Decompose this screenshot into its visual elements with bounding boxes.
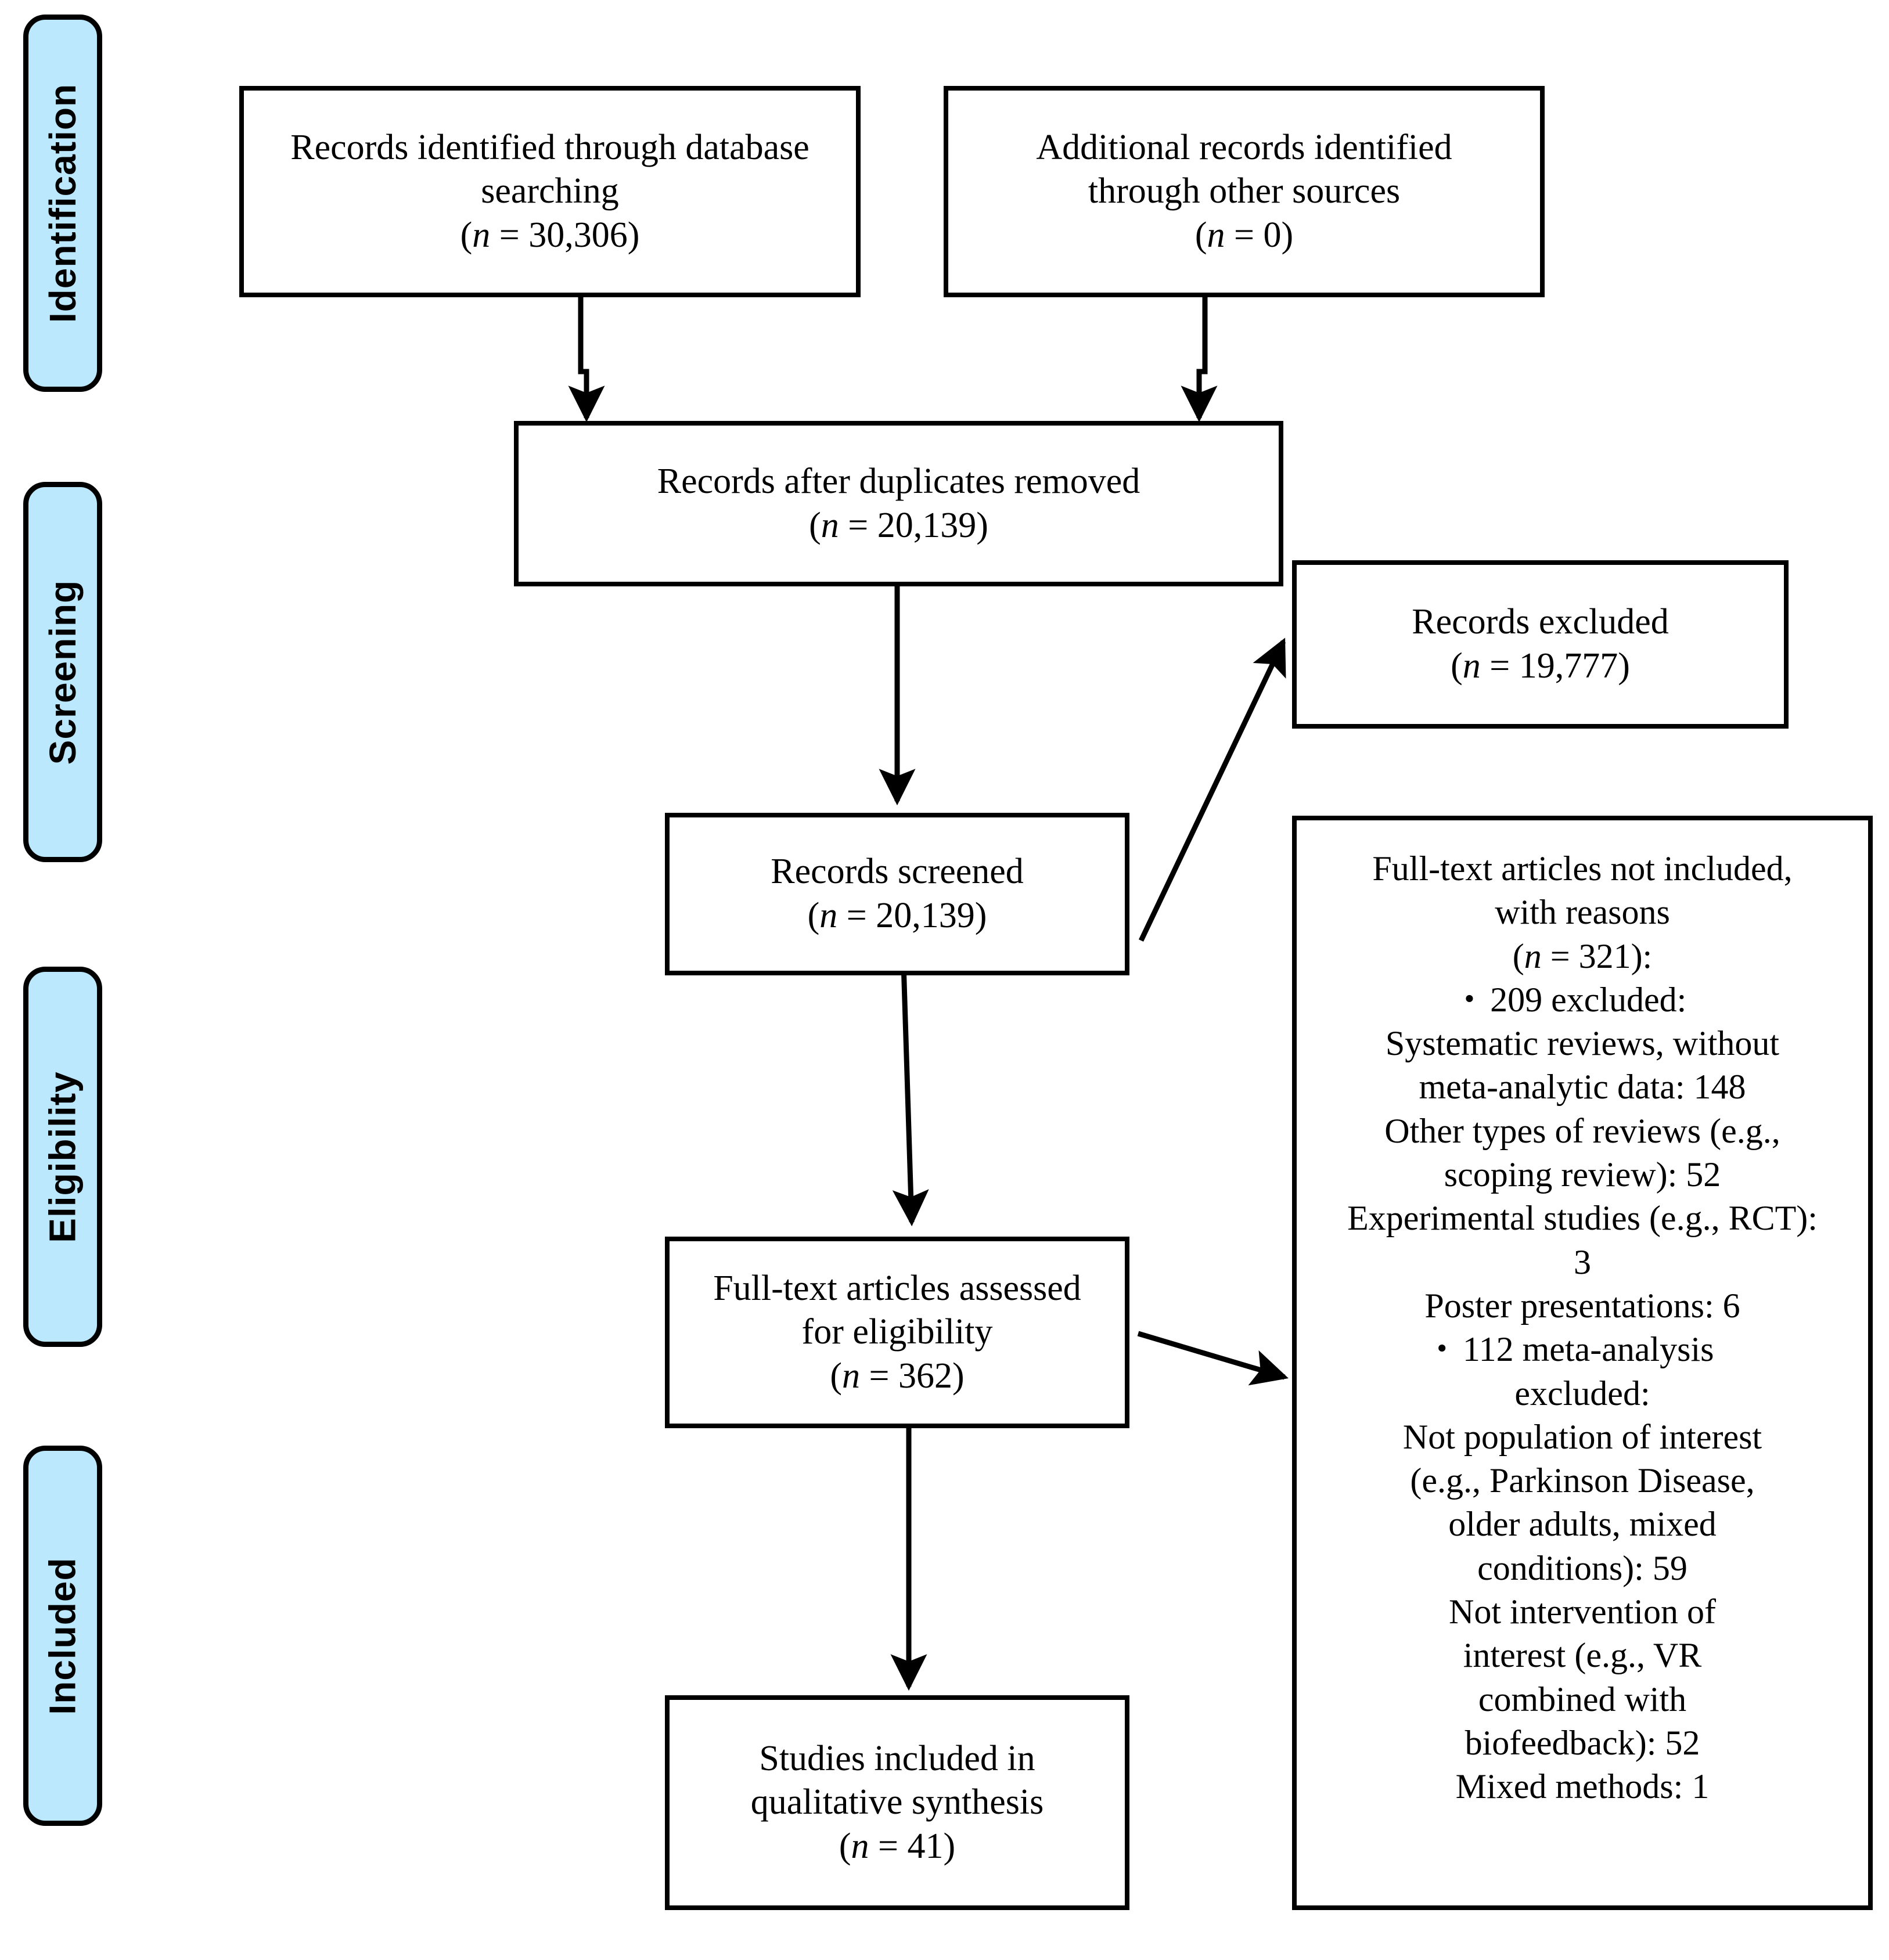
edge-database-to-duplicates (568, 297, 605, 423)
stage-label-included: Included (42, 1557, 84, 1715)
reason-line-intervention-1: Not intervention of (1449, 1593, 1716, 1631)
n-symbol: n (1207, 215, 1225, 255)
box-text-records-after-duplicates-removed: Records after duplicates removed (n = 20… (657, 461, 1140, 545)
stage-label-screening: Screening (42, 579, 84, 765)
reasons-heading-line2: with reasons (1495, 893, 1670, 932)
n-symbol: n (472, 215, 491, 255)
box-additional-records-other-sources: Additional records identified through ot… (944, 86, 1545, 297)
box-records-excluded: Records excluded (n = 19,777) (1292, 560, 1789, 729)
reason-line-sysrev-1: Systematic reviews, without (1385, 1024, 1780, 1063)
reason-line-sysrev-2: meta-analytic data: 148 (1419, 1068, 1746, 1107)
reason-line-experimental-2: 3 (1574, 1242, 1591, 1281)
stage-tab-identification: Identification (23, 15, 102, 392)
box-text-records-screened: Records screened (n = 20,139) (771, 852, 1024, 935)
reasons-stack: Full-text articles not included, with re… (1307, 847, 1858, 1809)
reason-line-otherrev-2: scoping review): 52 (1444, 1155, 1721, 1194)
edge-othersources-to-duplicates (1181, 297, 1218, 423)
box-text-additional-records-other-sources: Additional records identified through ot… (1036, 127, 1452, 255)
box-studies-included-qualitative-synthesis: Studies included in qualitative synthesi… (665, 1695, 1129, 1910)
stage-tab-included: Included (23, 1446, 102, 1826)
stage-label-identification: Identification (42, 83, 84, 323)
n-symbol: n (1462, 646, 1481, 686)
reasons-bullet-112-cont: excluded: (1514, 1374, 1650, 1413)
stage-label-eligibility: Eligibility (42, 1071, 84, 1243)
box-records-identified-database: Records identified through database sear… (239, 86, 861, 297)
reason-line-population-4: conditions): 59 (1477, 1548, 1687, 1587)
reason-line-poster: Poster presentations: 6 (1424, 1286, 1740, 1325)
reason-line-population-1: Not population of interest (1402, 1417, 1762, 1456)
reasons-bullet-112: 112 meta-analysis (1307, 1328, 1858, 1371)
reason-line-experimental-1: Experimental studies (e.g., RCT): (1347, 1199, 1818, 1238)
edge-fulltext-to-reasons (1137, 1331, 1289, 1386)
edge-screened-to-excluded (1138, 637, 1286, 942)
stage-tab-eligibility: Eligibility (23, 967, 102, 1347)
reason-line-intervention-4: biofeedback): 52 (1465, 1723, 1700, 1762)
reason-line-intervention-2: interest (e.g., VR (1463, 1636, 1702, 1675)
reason-line-otherrev-1: Other types of reviews (e.g., (1384, 1111, 1780, 1150)
box-text-fulltext-assessed-eligibility: Full-text articles assessed for eligibil… (713, 1268, 1081, 1396)
box-records-screened: Records screened (n = 20,139) (665, 813, 1129, 975)
box-text-studies-included-qualitative-synthesis: Studies included in qualitative synthesi… (750, 1738, 1044, 1866)
reason-line-population-3: older adults, mixed (1448, 1505, 1717, 1544)
box-fulltext-assessed-eligibility: Full-text articles assessed for eligibil… (665, 1237, 1129, 1428)
reasons-bullet-209: 209 excluded: (1307, 978, 1858, 1022)
reason-line-intervention-3: combined with (1478, 1680, 1687, 1718)
edge-screened-to-fulltext (892, 963, 929, 1227)
n-symbol: n (842, 1356, 861, 1396)
n-symbol: n (1524, 936, 1542, 975)
n-symbol: n (821, 505, 839, 545)
n-symbol: n (851, 1826, 869, 1866)
box-records-after-duplicates-removed: Records after duplicates removed (n = 20… (514, 421, 1283, 586)
box-fulltext-excluded-with-reasons: Full-text articles not included, with re… (1292, 816, 1873, 1910)
box-text-records-excluded: Records excluded (n = 19,777) (1412, 602, 1669, 686)
reason-line-population-2: (e.g., Parkinson Disease, (1410, 1461, 1755, 1500)
reasons-heading-line3: (n = 321): (1512, 936, 1653, 975)
box-text-records-identified-database: Records identified through database sear… (290, 127, 809, 255)
n-symbol: n (819, 896, 838, 935)
reason-line-mixed-methods: Mixed methods: 1 (1455, 1767, 1710, 1806)
stage-tab-screening: Screening (23, 482, 102, 862)
reasons-heading-line1: Full-text articles not included, (1372, 849, 1793, 888)
